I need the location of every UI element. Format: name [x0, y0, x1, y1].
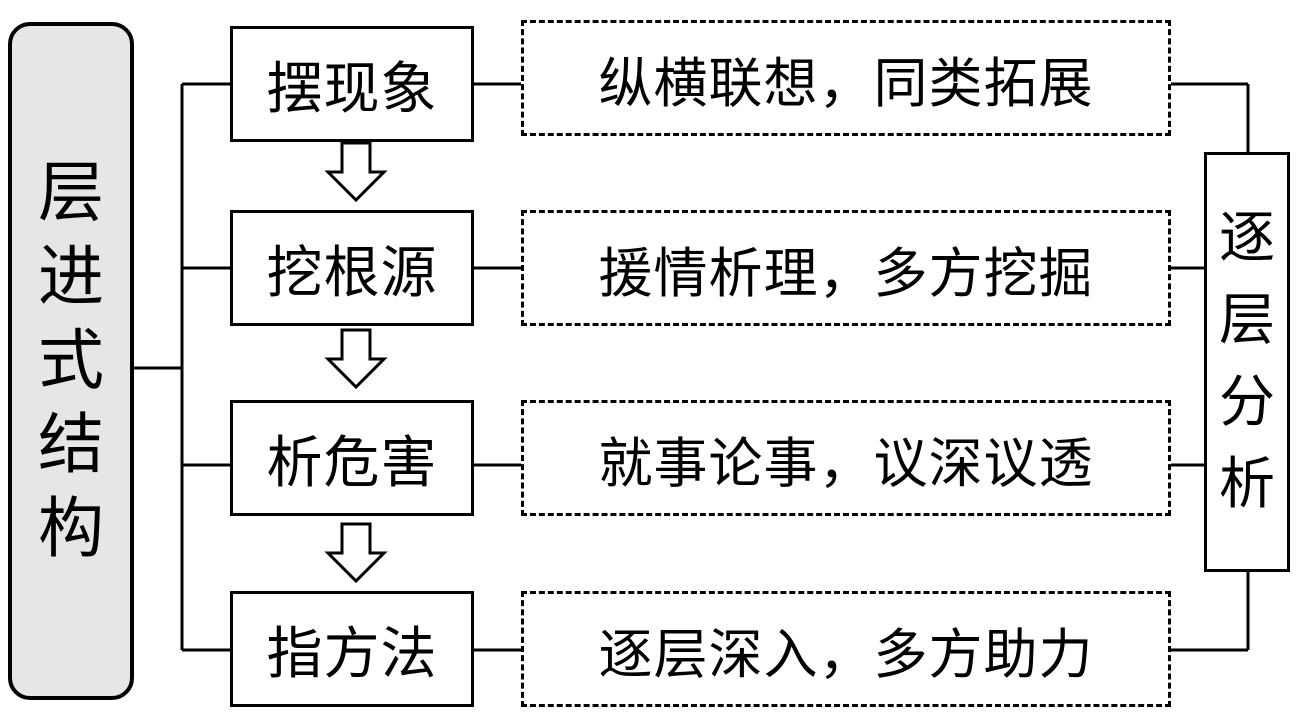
root-char: 结: [38, 406, 104, 483]
root-char: 进: [38, 238, 104, 315]
desc-box-4: 逐层深入，多方助力: [521, 591, 1171, 707]
down-arrow-3: [324, 522, 388, 584]
step-box-1: 摆现象: [230, 26, 474, 142]
side-char: 分: [1219, 370, 1275, 435]
side-char: 析: [1219, 452, 1275, 517]
step-box-4: 指方法: [230, 591, 474, 707]
side-node: 逐 层 分 析: [1204, 152, 1290, 572]
step-box-3: 析危害: [230, 400, 474, 516]
side-char: 逐: [1219, 206, 1275, 271]
down-arrow-1: [324, 141, 388, 203]
root-node: 层 进 式 结 构: [8, 22, 134, 700]
root-char: 层: [38, 154, 104, 231]
desc-box-3: 就事论事，议深议透: [521, 400, 1171, 516]
desc-box-1: 纵横联想，同类拓展: [521, 20, 1171, 136]
step-box-2: 挖根源: [230, 210, 474, 326]
down-arrow-2: [324, 328, 388, 390]
root-char: 式: [38, 322, 104, 399]
desc-box-2: 援情析理，多方挖掘: [521, 210, 1171, 326]
side-char: 层: [1219, 288, 1275, 353]
root-char: 构: [38, 490, 104, 567]
